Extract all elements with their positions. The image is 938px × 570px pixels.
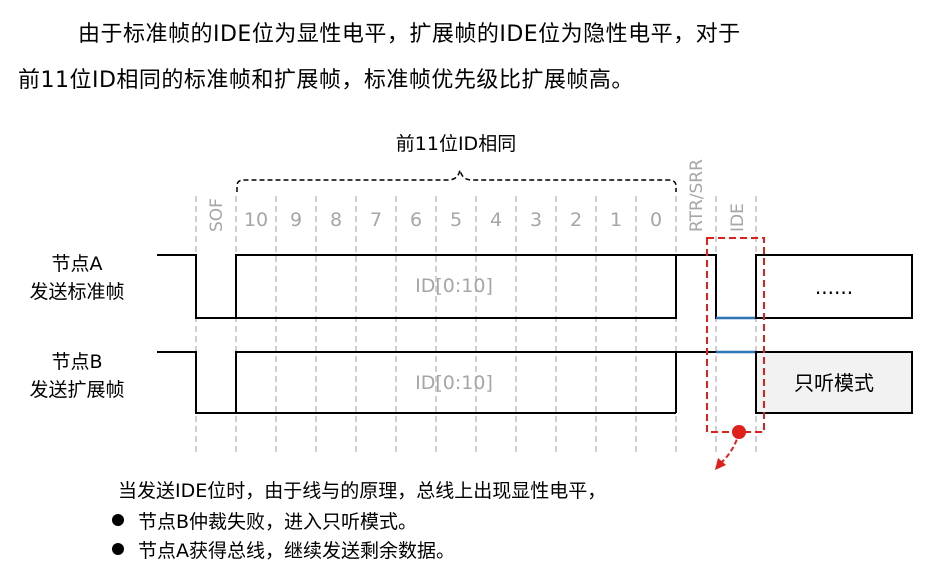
note-bullet-1-text: 节点B仲裁失败，进入只听模式。 [138, 511, 418, 533]
note-bullet-2-text: 节点A获得总线，继续发送剩余数据。 [138, 540, 455, 562]
id-bit-label: 8 [330, 209, 342, 231]
node-b-label: 节点B 发送扩展帧 [2, 348, 152, 404]
ellipsis-text: ...... [815, 275, 853, 299]
listen-mode-label: 只听模式 [794, 371, 874, 395]
id-bit-label: 9 [290, 209, 302, 231]
rtr-srr-label: RTR/SRR [687, 159, 707, 232]
paragraph-line-2: 前11位ID相同的标准帧和扩展帧，标准帧优先级比扩展帧高。 [18, 68, 634, 93]
node-a-remaining-frame [755, 254, 913, 319]
id-bit-label: 7 [370, 209, 382, 231]
node-a-label: 节点A 发送标准帧 [2, 250, 152, 306]
node-a-waveform-ide [676, 254, 756, 319]
brace-label: 前11位ID相同 [396, 133, 516, 155]
node-b-subtitle: 发送扩展帧 [29, 379, 125, 401]
node-b-waveform [157, 351, 716, 414]
note-bullet-1: 节点B仲裁失败，进入只听模式。 [112, 507, 417, 534]
node-a-subtitle: 发送标准帧 [29, 281, 125, 303]
id-brace [236, 169, 677, 192]
bullet-icon [112, 543, 124, 555]
id-bit-label: 2 [570, 209, 582, 231]
field-label-b: ID[0:10] [415, 372, 493, 394]
id-bit-label: 1 [610, 209, 622, 231]
field-label-a: ID[0:10] [415, 275, 493, 297]
highlight-arrow [719, 431, 740, 465]
note-intro: 当发送IDE位时，由于线与的原理，总线上出现显性电平， [118, 480, 607, 502]
node-a-waveform-left [157, 254, 677, 319]
id-bit-label: 6 [410, 209, 422, 231]
id-bit-label: 10 [244, 209, 268, 231]
node-a-title: 节点A [51, 253, 103, 275]
id-bit-label: 4 [490, 209, 502, 231]
id-bit-label: 3 [530, 209, 542, 231]
paragraph-line-1: 由于标准帧的IDE位为显性电平，扩展帧的IDE位为隐性电平，对于 [78, 22, 741, 47]
listen-mode-box [755, 351, 913, 414]
sof-label: SOF [207, 198, 227, 232]
node-b-title: 节点B [51, 351, 103, 373]
ide-label: IDE [728, 203, 748, 232]
bullet-icon [112, 514, 124, 526]
highlight-arrowhead [715, 458, 726, 470]
id-bit-label: 0 [650, 209, 662, 231]
note-bullet-2: 节点A获得总线，继续发送剩余数据。 [112, 536, 455, 563]
id-bit-label: 5 [450, 209, 462, 231]
